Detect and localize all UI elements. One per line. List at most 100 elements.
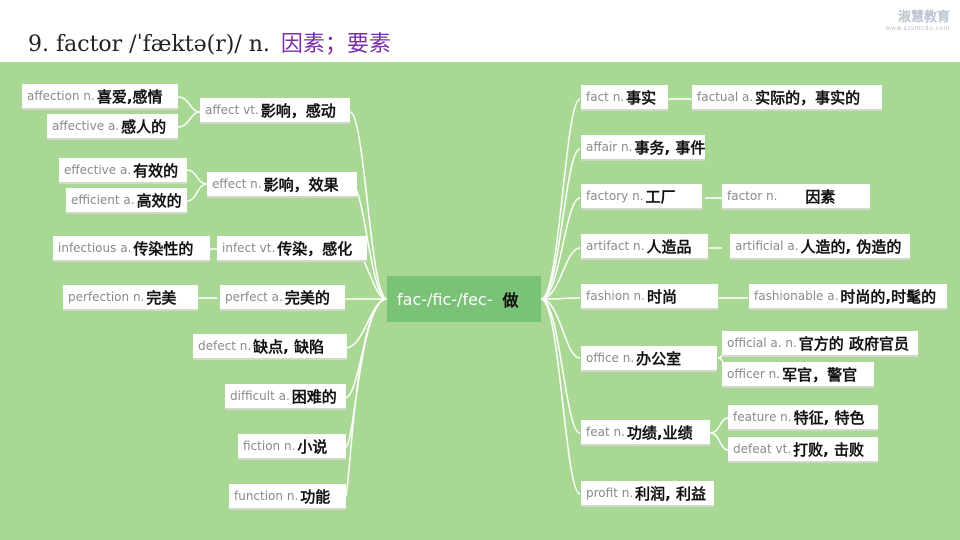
node-infect: infect vt.传染，感化 [217, 236, 367, 262]
node-meaning: 影响，感动 [260, 101, 336, 120]
node-meaning: 困难的 [291, 387, 337, 406]
node-word: difficult a. [230, 389, 290, 403]
node-word: official a. n. [727, 336, 797, 350]
node-meaning: 实际的，事实的 [755, 88, 861, 107]
node-word: affect vt. [205, 103, 259, 117]
node-word: feat n. [586, 425, 625, 439]
node-word: factual a. [697, 90, 754, 104]
node-word: feature n. [733, 410, 792, 424]
node-meaning: 利润, 利益 [635, 484, 707, 503]
node-meaning: 军官，警官 [782, 365, 858, 384]
mind-map: fac-/fic-/fec- 做 affection n.喜爱,感情 affec… [0, 62, 960, 540]
node-meaning: 办公室 [636, 349, 682, 368]
node-factory: factory n.工厂 [581, 184, 702, 210]
center-root: fac-/fic-/fec- [397, 289, 493, 309]
node-artificial: artificial a.人造的, 伪造的 [730, 234, 910, 260]
node-meaning: 传染性的 [133, 239, 194, 258]
node-meaning: 打败, 击败 [793, 440, 865, 459]
title-meaning: 因素；要素 [280, 32, 391, 57]
title-word: 9. factor /ˈfæktə(r)/ n. [28, 32, 270, 57]
node-affect: affect vt.影响，感动 [200, 98, 350, 124]
node-effective: effective a.有效的 [59, 158, 187, 184]
logo-text: 淑慧教育 [897, 10, 950, 25]
node-fact: fact n.事实 [581, 85, 668, 111]
node-meaning: 高效的 [136, 191, 182, 210]
center-node: fac-/fic-/fec- 做 [387, 276, 541, 322]
node-word: perfection n. [68, 290, 145, 304]
node-meaning: 喜爱,感情 [96, 87, 163, 106]
node-factual: factual a.实际的，事实的 [692, 85, 882, 111]
node-meaning: 传染，感化 [277, 239, 353, 258]
node-word: factor n. [727, 189, 778, 203]
node-meaning: 影响，效果 [263, 175, 339, 194]
node-word: fashionable a. [754, 289, 839, 303]
node-official: official a. n.官方的 政府官员 [722, 331, 918, 357]
node-word: defect n. [198, 339, 252, 353]
node-word: artificial a. [735, 239, 799, 253]
node-word: effective a. [64, 163, 132, 177]
node-word: fashion n. [586, 289, 645, 303]
node-effect: effect n.影响，效果 [207, 172, 357, 198]
node-meaning: 因素 [805, 187, 836, 206]
node-defect: defect n.缺点, 缺陷 [193, 334, 347, 360]
node-word: officer n. [727, 367, 781, 381]
brand-logo: 淑慧教育 www.szsmcdu.com [886, 6, 950, 32]
logo-url: www.szsmcdu.com [885, 25, 950, 32]
node-word: perfect a. [225, 290, 283, 304]
node-affection: affection n.喜爱,感情 [22, 84, 178, 110]
node-meaning: 官方的 政府官员 [798, 334, 910, 353]
node-meaning: 特征, 特色 [793, 408, 865, 427]
node-office: office n.办公室 [581, 346, 717, 372]
node-meaning: 完美 [146, 288, 177, 307]
node-feature: feature n.特征, 特色 [728, 405, 878, 431]
node-meaning: 时尚的,时髦的 [840, 287, 937, 306]
node-meaning: 缺点, 缺陷 [253, 337, 325, 356]
node-word: function n. [234, 489, 299, 503]
node-meaning: 工厂 [645, 187, 676, 206]
node-meaning: 功能 [300, 487, 331, 506]
node-word: affective a. [52, 119, 120, 133]
node-perfection: perfection n.完美 [63, 285, 198, 311]
node-fashion: fashion n.时尚 [581, 284, 718, 310]
node-word: office n. [586, 351, 635, 365]
node-infectious: infectious a.传染性的 [53, 236, 210, 262]
node-word: efficient a. [71, 193, 135, 207]
node-artifact: artifact n.人造品 [581, 234, 708, 260]
node-word: factory n. [586, 189, 644, 203]
node-meaning: 小说 [297, 437, 328, 456]
node-meaning: 事实 [626, 88, 657, 107]
node-feat: feat n.功绩,业绩 [581, 420, 710, 446]
node-meaning: 事务, 事件 [634, 138, 706, 157]
node-word: artifact n. [586, 239, 645, 253]
node-word: infect vt. [222, 241, 276, 255]
node-word: defeat vt. [733, 442, 792, 456]
node-meaning: 人造品 [646, 237, 692, 256]
node-profit: profit n.利润, 利益 [581, 481, 714, 507]
node-word: effect n. [212, 177, 262, 191]
node-meaning: 时尚 [646, 287, 677, 306]
node-word: fiction n. [243, 439, 296, 453]
node-efficient: efficient a.高效的 [66, 188, 187, 214]
node-difficult: difficult a.困难的 [225, 384, 346, 410]
center-meaning: 做 [502, 291, 519, 310]
node-fiction: fiction n.小说 [238, 434, 346, 460]
connector-lines [177, 96, 748, 499]
node-factor: factor n. 因素 [722, 184, 870, 210]
page-title: 9. factor /ˈfæktə(r)/ n. 因素；要素 [28, 26, 391, 58]
node-word: affair n. [586, 140, 633, 154]
node-affair: affair n.事务, 事件 [581, 135, 705, 161]
node-fashionable: fashionable a.时尚的,时髦的 [749, 284, 947, 310]
node-meaning: 功绩,业绩 [626, 423, 693, 442]
node-word: profit n. [586, 486, 634, 500]
node-perfect: perfect a.完美的 [220, 285, 345, 311]
node-officer: officer n.军官，警官 [722, 362, 874, 388]
node-affective: affective a.感人的 [47, 114, 178, 140]
node-meaning: 人造的, 伪造的 [800, 237, 902, 256]
node-defeat: defeat vt.打败, 击败 [728, 437, 878, 463]
node-word: fact n. [586, 90, 625, 104]
node-word: affection n. [27, 89, 95, 103]
node-meaning: 有效的 [133, 161, 179, 180]
node-meaning: 完美的 [284, 288, 330, 307]
node-word: infectious a. [58, 241, 132, 255]
node-function: function n.功能 [229, 484, 346, 510]
